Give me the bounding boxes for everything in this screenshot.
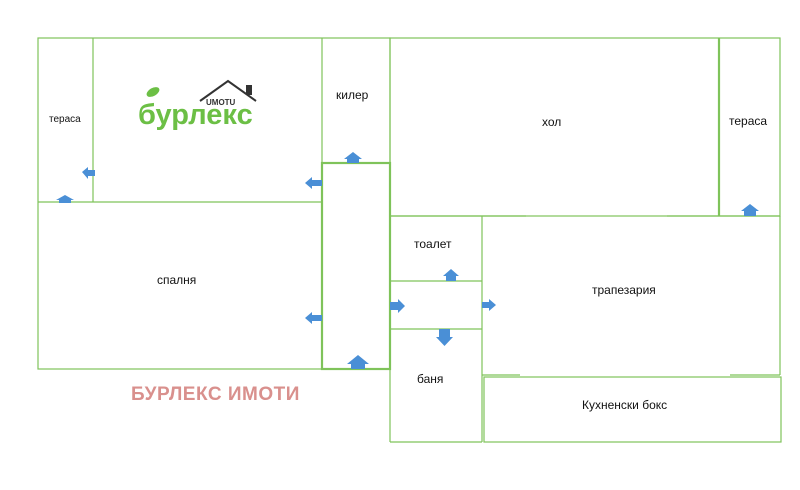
label-toilet: тоалет	[414, 237, 452, 251]
arrow-left-icon	[305, 177, 322, 189]
arrow-up-icon	[741, 204, 759, 216]
arrow-up-icon	[347, 355, 369, 369]
logo-wordmark: бурлекс	[138, 99, 253, 131]
arrow-up-icon	[443, 269, 459, 281]
door-arrows	[56, 152, 759, 369]
label-hall: хол	[542, 115, 561, 129]
burleks-logo: UMOTU бурлекс	[138, 79, 257, 131]
arrow-right-icon	[390, 299, 405, 313]
arrow-up-icon	[56, 195, 74, 203]
wall-kitchen-outline	[483, 376, 782, 443]
arrow-right-icon	[482, 299, 496, 311]
label-terrace-right: тераса	[729, 114, 767, 128]
arrow-down-icon	[436, 329, 453, 346]
leaf-icon	[146, 87, 160, 97]
wall-hall-outline	[389, 37, 781, 217]
chimney-icon	[246, 85, 252, 95]
label-dining: трапезария	[592, 283, 656, 297]
label-kitchen: Кухненски бокс	[582, 398, 667, 412]
wall-corridor	[320, 161, 392, 371]
label-pantry: килер	[336, 88, 369, 102]
arrow-left-icon	[82, 167, 95, 179]
arrow-left-icon	[305, 312, 322, 324]
label-bedroom: спалня	[157, 273, 196, 287]
watermark-text: БУРЛЕКС ИМОТИ	[131, 384, 300, 405]
label-bathroom: баня	[417, 372, 443, 386]
logo-subtitle: UMOTU	[206, 98, 236, 107]
arrow-up-icon	[344, 152, 362, 163]
room-labels: тераса килер хол тераса тоалет спалня тр…	[49, 88, 767, 412]
walls-right-block	[389, 37, 782, 443]
label-terrace-left: тераса	[49, 114, 81, 125]
